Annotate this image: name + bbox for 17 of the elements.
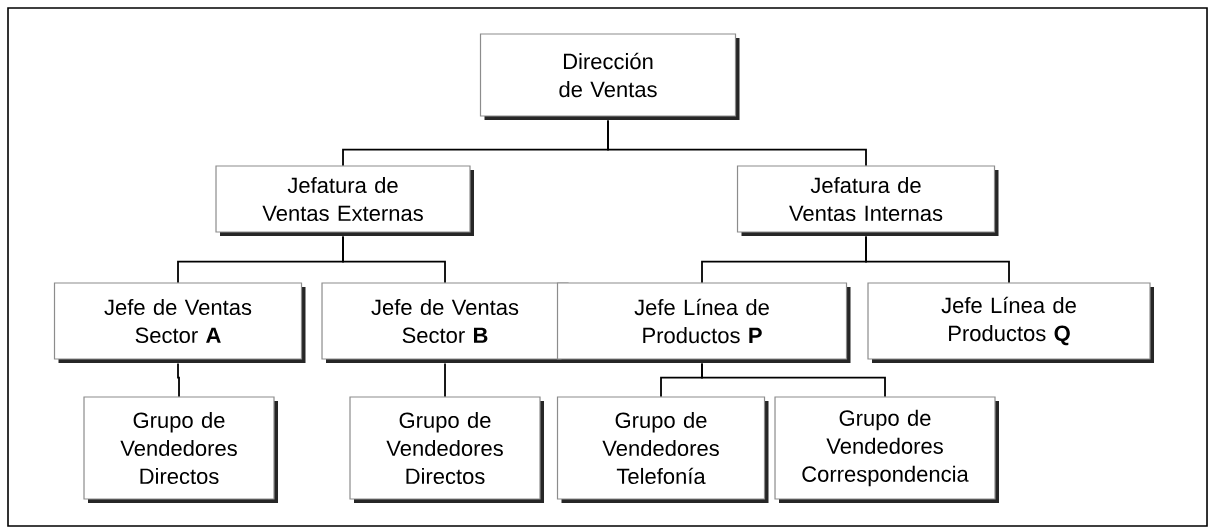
connector-line xyxy=(444,362,446,398)
connector-line xyxy=(701,362,886,398)
org-box: Grupo de Vendedores Directos xyxy=(83,396,278,503)
connector-line xyxy=(607,119,867,167)
org-box: Jefe Línea de Productos Q xyxy=(867,282,1154,363)
org-box: Dirección de Ventas xyxy=(479,33,740,120)
org-box: Grupo de Vendedores Telefonía xyxy=(556,396,769,503)
org-box: Jefe de Ventas Sector A xyxy=(53,282,306,363)
org-box: Jefatura de Ventas Externas xyxy=(215,165,474,236)
org-box: Grupo de Vendedores Correspondencia xyxy=(774,396,999,503)
connector-line xyxy=(177,362,180,398)
org-box: Jefe de Ventas Sector B xyxy=(321,282,572,363)
org-box: Grupo de Vendedores Directos xyxy=(349,396,544,503)
org-box: Jefe Línea de Productos P xyxy=(556,282,851,363)
connector-line xyxy=(342,235,446,284)
org-box: Jefatura de Ventas Internas xyxy=(736,165,999,236)
connector-line xyxy=(865,235,1010,284)
